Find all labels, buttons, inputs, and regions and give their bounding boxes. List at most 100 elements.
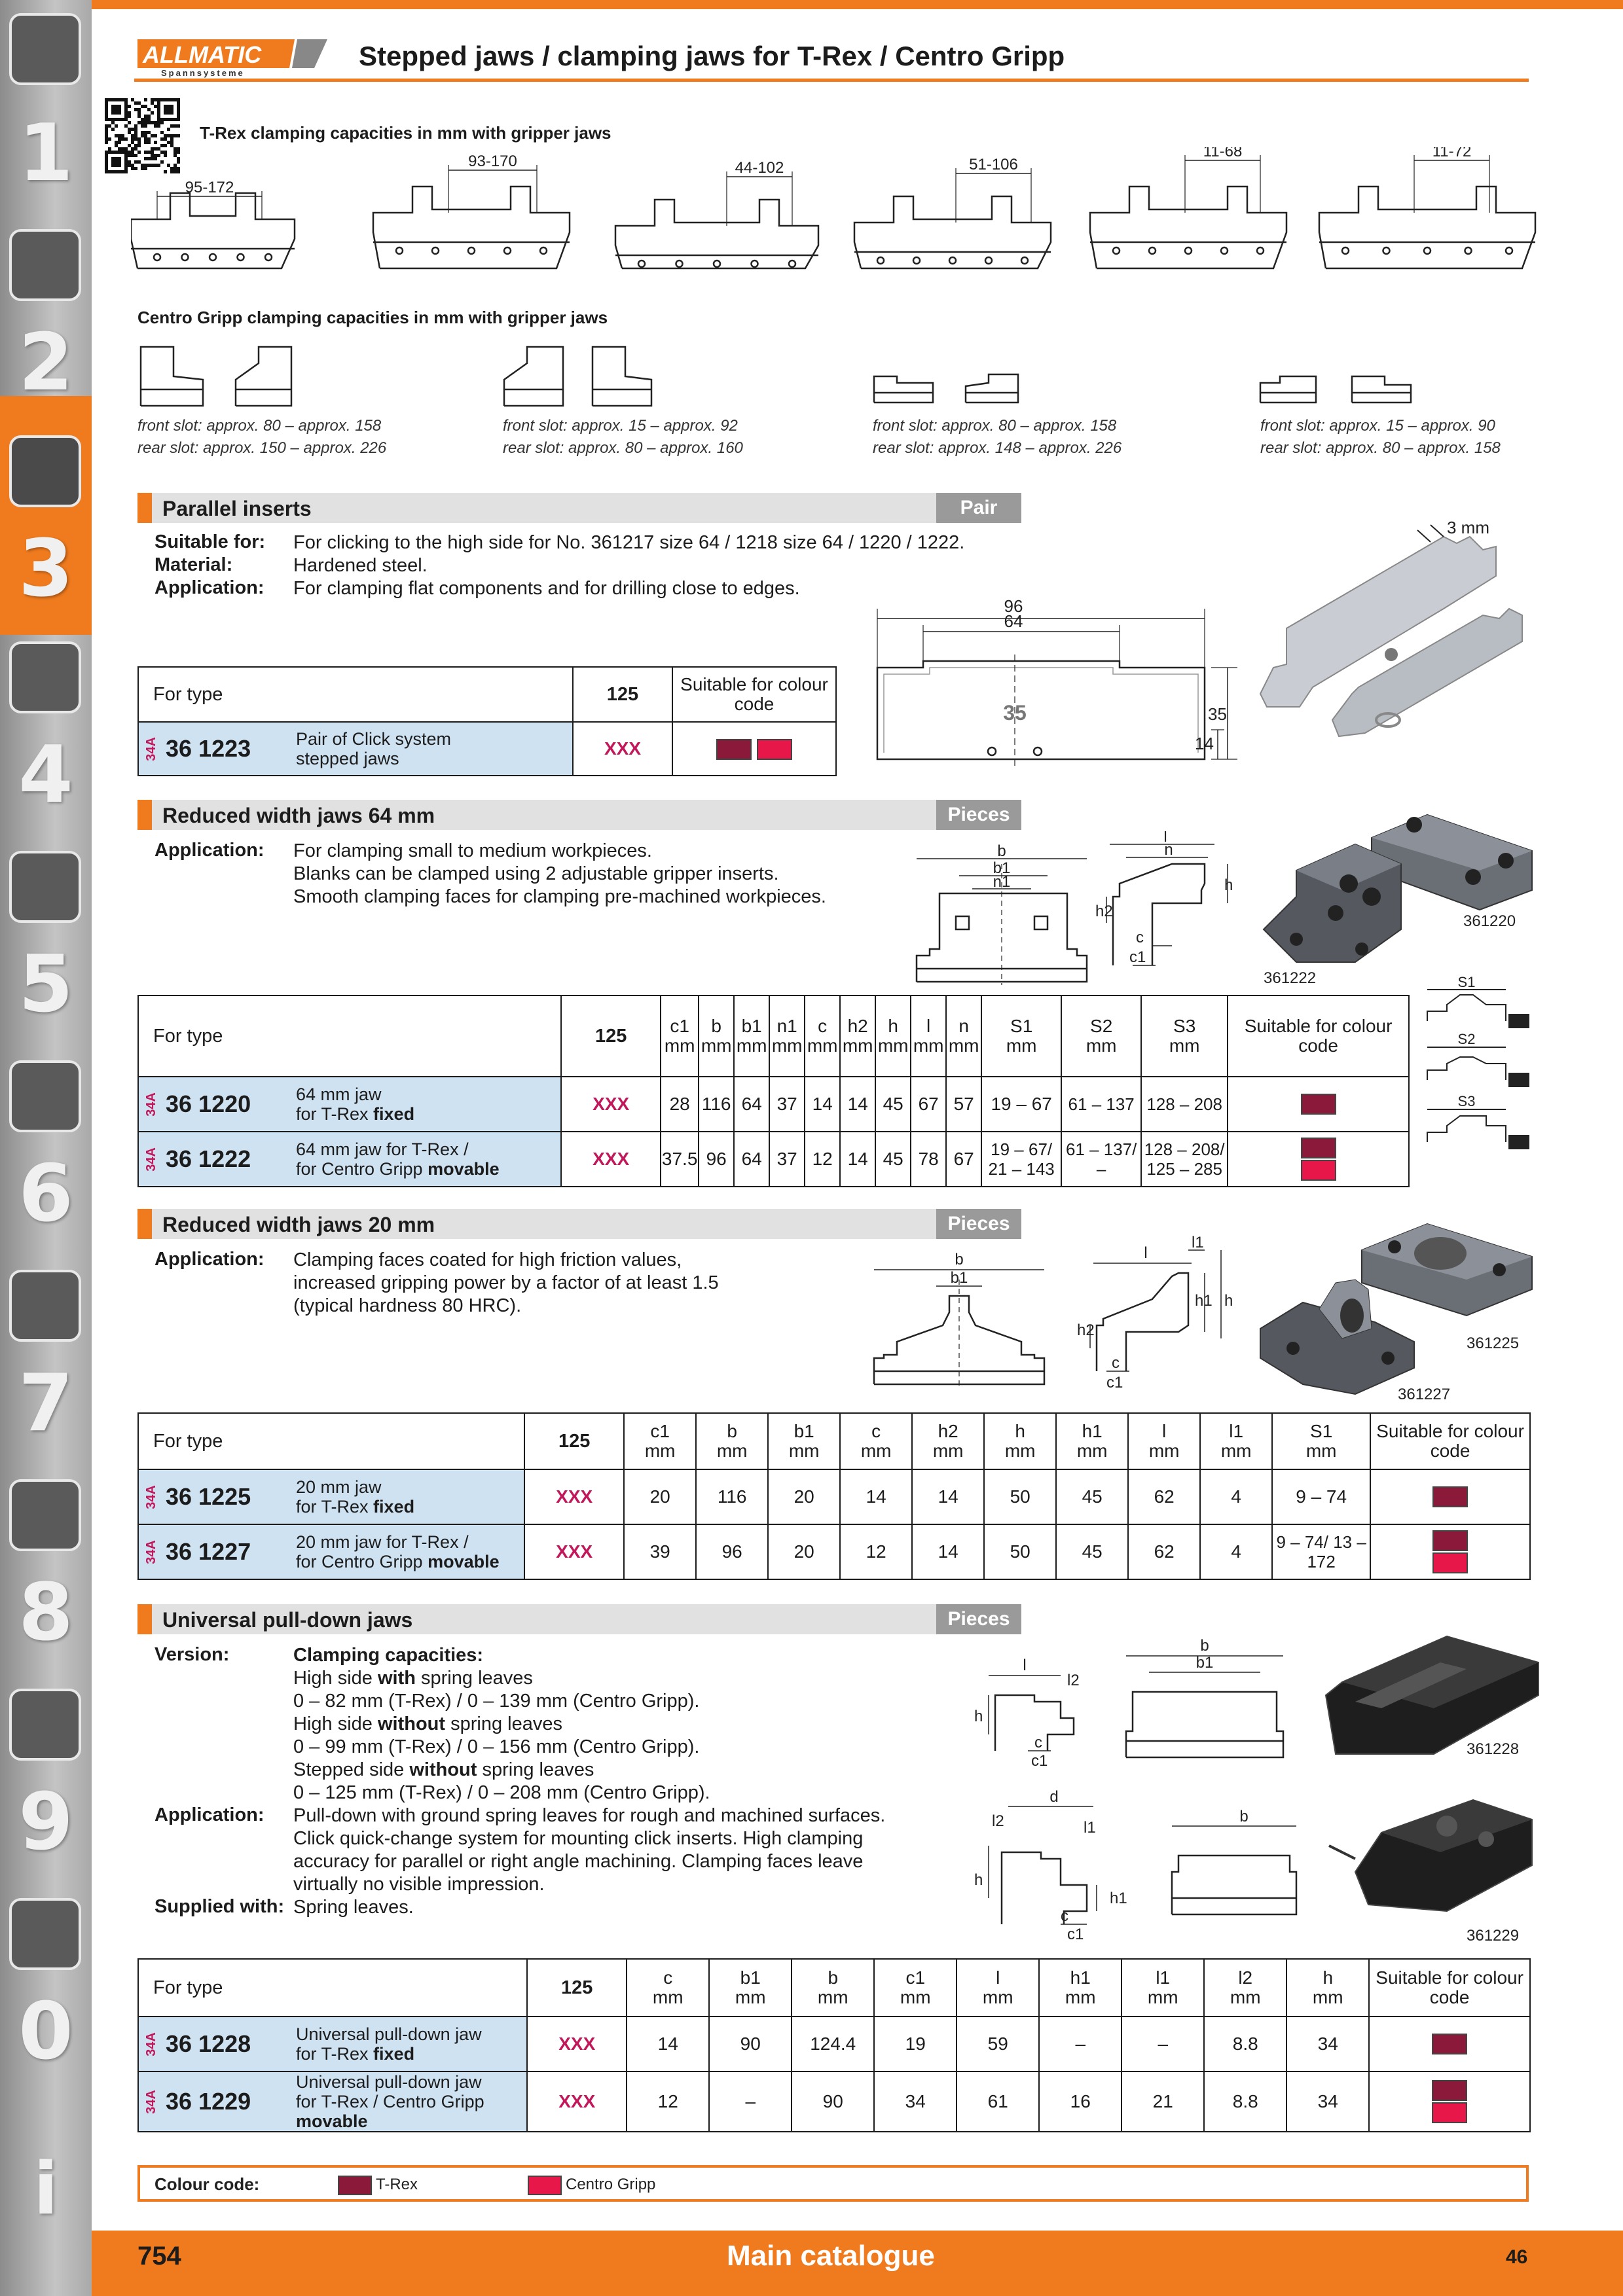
price-cell: XXX <box>524 1524 625 1580</box>
wrench-icon[interactable] <box>9 1060 81 1132</box>
header-symbol: h1 <box>1082 1421 1103 1441</box>
header-unit: mm <box>1312 1987 1343 2007</box>
universal-description: Version: Clamping capacities: High side … <box>155 1644 885 1919</box>
application-line: Clamping faces coated for high friction … <box>293 1249 682 1270</box>
chapter-tab-1[interactable]: 1 <box>18 108 73 199</box>
chapter-tab-i[interactable]: i <box>33 2147 58 2231</box>
chapter-tab-8[interactable]: 8 <box>18 1568 73 1659</box>
chapter-tab-4[interactable]: 4 <box>18 730 73 821</box>
chapter-tab-5[interactable]: 5 <box>18 939 73 1030</box>
article-number: 36 1222 <box>166 1145 251 1172</box>
chapter-tab-2[interactable]: 2 <box>18 317 73 408</box>
reduced20-description: Application: Clamping faces coated for h… <box>155 1249 719 1318</box>
description-emphasis: movable <box>428 1552 500 1571</box>
trex-dim-label: 44-102 <box>735 159 784 177</box>
value-cell: 4 <box>1199 1524 1273 1580</box>
header-unit: mm <box>817 1987 848 2007</box>
reduced64-side-views: S1 S2 S3 <box>1427 975 1529 1149</box>
header-unit: mm <box>1305 1441 1337 1461</box>
description-line: Universal pull-down jaw <box>296 2024 482 2044</box>
header-unit: mm <box>736 1035 767 1056</box>
header-unit: mm <box>842 1035 873 1056</box>
section-marker <box>137 1604 152 1634</box>
application-line: Blanks can be clamped using 2 adjustable… <box>293 863 779 884</box>
header-symbol: c1 <box>905 1967 926 1988</box>
colour-code-cell <box>672 721 837 776</box>
version-text: 0 – 82 mm (T-Rex) / 0 – 139 mm (Centro G… <box>293 1691 700 1712</box>
chapter-tab-7[interactable]: 7 <box>18 1358 73 1449</box>
cabinet-icon[interactable] <box>9 1689 81 1761</box>
dim-b1: b1 <box>993 859 1011 877</box>
colour-code-cell <box>1368 2071 1531 2132</box>
header-unit: mm <box>788 1441 820 1461</box>
header-unit: mm <box>735 1987 766 2007</box>
photo-label-361228: 361228 <box>1467 1740 1519 1758</box>
application-text: For clamping flat components and for dri… <box>293 578 800 599</box>
description-text: for T-Rex <box>296 1104 369 1124</box>
application-label: Application: <box>155 840 264 861</box>
insert-icon[interactable] <box>9 229 81 301</box>
header-unit: mm <box>982 1987 1013 2007</box>
trex-dim-label: 93-170 <box>468 152 517 170</box>
version-text: spring leaves <box>415 1668 533 1689</box>
value-cell: 128 – 208/ 125 – 285 <box>1140 1131 1229 1187</box>
article-number: 36 1220 <box>166 1090 251 1117</box>
centro-rear-slot: rear slot: approx. 148 – approx. 226 <box>873 439 1122 457</box>
description-line: for Centro Gripp movable <box>296 1159 560 1179</box>
dim-c: c <box>1112 1354 1120 1372</box>
value-cell: 9 – 74/ 13 – 172 <box>1271 1524 1372 1580</box>
pliers-icon[interactable] <box>9 1270 81 1342</box>
footer-bar <box>92 2231 1623 2296</box>
value-cell: 128 – 208 <box>1140 1076 1229 1132</box>
drill-icon[interactable] <box>9 13 81 85</box>
value-cell: 50 <box>983 1524 1057 1580</box>
chuck-icon[interactable] <box>9 435 81 507</box>
value-cell: 37 <box>769 1131 806 1187</box>
header-unit: mm <box>877 1035 909 1056</box>
s2-label: S2 <box>1458 1031 1476 1047</box>
value-cell: 14 <box>911 1524 985 1580</box>
version-line: High side with spring leaves <box>293 1667 710 1690</box>
version-line: Stepped side without spring leaves <box>293 1759 710 1782</box>
dim-c1-b: c1 <box>1067 1926 1084 1943</box>
header-for-type: For type <box>137 666 574 723</box>
chapter-tab-6[interactable]: 6 <box>18 1149 73 1240</box>
chapter-tab-9[interactable]: 9 <box>18 1777 73 1868</box>
dim-b: b <box>1200 1637 1209 1655</box>
description-line: for T-Rex fixed <box>296 2044 526 2064</box>
chapter-tab-0[interactable]: 0 <box>18 1986 73 2077</box>
description-emphasis: fixed <box>373 1497 415 1516</box>
description-text: for T-Rex <box>296 1497 369 1516</box>
qr-code[interactable] <box>105 98 180 173</box>
toolbox-icon[interactable] <box>9 1479 81 1551</box>
description-line: Universal pull-down jaw <box>296 2072 482 2092</box>
version-text: High side <box>293 1668 378 1689</box>
unit-tag: Pieces <box>936 1209 1021 1239</box>
safety-glasses-icon[interactable] <box>9 1898 81 1970</box>
header-symbol: l <box>996 1967 1000 1988</box>
header-125: 125 <box>526 1958 628 2017</box>
value-cell: 12 <box>804 1131 841 1187</box>
caliper-icon[interactable] <box>9 641 81 713</box>
article-prefix: 34A <box>144 1092 158 1117</box>
header-suitable-colour: Suitable for colour code <box>1368 1958 1531 2017</box>
header-suitable-colour: Suitable for colour code <box>1370 1412 1531 1470</box>
value-cell: 50 <box>983 1469 1057 1525</box>
value-cell: 90 <box>708 2016 793 2072</box>
saw-blade-icon[interactable] <box>9 851 81 923</box>
chapter-tab-3[interactable]: 3 <box>18 524 73 615</box>
header-unit: mm <box>1076 1441 1108 1461</box>
